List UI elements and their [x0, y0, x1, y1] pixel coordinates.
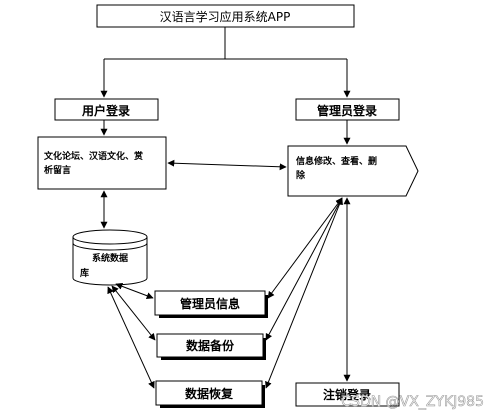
node-logout: 注销登录	[295, 382, 400, 407]
node-user-login: 用户登录	[54, 98, 159, 121]
node-admin-functions: 信息修改、查看、删 除	[287, 145, 419, 197]
node-admin-functions-line1: 信息修改、查看、删	[296, 155, 377, 167]
node-admin-functions-line2: 除	[296, 169, 306, 181]
arrow-user-admin-functions	[167, 159, 287, 171]
arrows-admin-functions-to-maintenance	[265, 197, 343, 389]
node-app: 汉语言学习应用系统APP	[96, 4, 355, 28]
node-restore: 数据恢复	[155, 380, 265, 408]
node-admin-login: 管理员登录	[295, 98, 400, 121]
connector-app-to-logins	[100, 27, 351, 98]
node-restore-label: 数据恢复	[185, 386, 234, 401]
watermark: CSDN @VX_ZYKJ985	[341, 394, 484, 410]
node-logout-label: 注销登录	[323, 387, 371, 402]
node-user-login-label: 用户登录	[81, 103, 130, 118]
node-backup-label: 数据备份	[186, 338, 235, 353]
node-admin-login-label: 管理员登录	[317, 103, 377, 118]
node-database-line2: 库	[80, 267, 89, 279]
node-user-functions-line1: 文化论坛、汉语文化、赏	[43, 150, 143, 162]
node-admin-info: 管理员信息	[154, 290, 268, 318]
node-user-functions: 文化论坛、汉语文化、赏 析留言	[37, 136, 167, 190]
node-database-line1: 系统数据	[92, 252, 128, 264]
node-user-functions-line2: 析留言	[44, 164, 71, 176]
node-app-label: 汉语言学习应用系统APP	[160, 9, 291, 24]
node-admin-info-label: 管理员信息	[180, 296, 240, 311]
arrows-database-to-maintenance	[107, 282, 156, 389]
node-backup: 数据备份	[156, 333, 266, 360]
node-database: 系统数据 库	[72, 229, 148, 286]
